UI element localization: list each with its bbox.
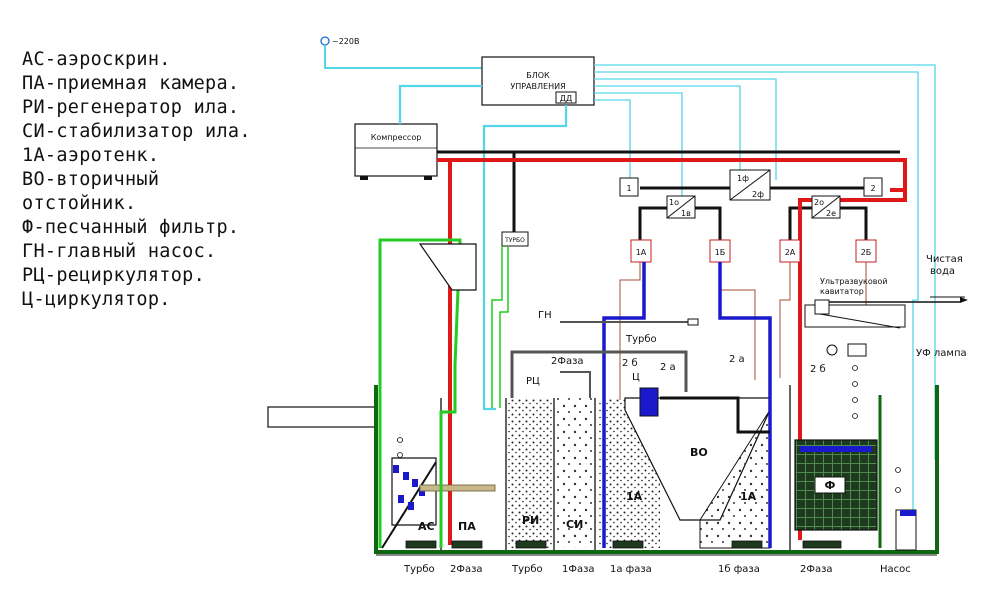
sludge-line [378,238,462,548]
clean-water-label-2: вода [930,266,955,277]
chamber-si-label: СИ [566,518,583,531]
legend-item: Ф-песчанный фильтр. [22,217,240,238]
legend-item: РЦ-рециркулятор. [22,265,206,286]
bottom-phase-2b: 2Фаза [800,564,833,575]
tank: Ф [267,238,968,556]
gn-label: ГН [538,310,552,321]
bottom-labels: Турбо 2Фаза Турбо 1Фаза 1а фаза 1б фаза … [403,564,911,575]
power-label: ~220В [332,37,359,46]
phase2-top-label: 2Фаза [551,356,584,367]
turbo-valve[interactable] [501,231,529,247]
valve-1-label: 1 [626,184,631,193]
legend-item: Ц-циркулятор. [22,289,171,310]
chamber-f-label: Ф [825,479,836,492]
phase-switch-1-bottom: 2ф [752,190,764,199]
power-cable [324,45,482,69]
bottom-pump: Насос [880,564,911,575]
valve-2b[interactable] [855,239,877,263]
phase-switch-3-bottom: 2е [826,209,836,218]
compressor: Компрессор [354,123,438,180]
air-pipe-1a [602,262,646,548]
bottom-turbo-2: Турбо [511,564,543,575]
compressor-label: Компрессор [371,133,422,142]
bottom-phase-1b: 1б фаза [718,564,760,575]
valve-2a-label: 2А [785,248,796,257]
chamber-1a-label: 1А [626,490,643,503]
turbo-valve-label: ТУРБО [504,237,525,244]
chamber-as-label: АС [418,520,435,533]
chamber-ri-label: РИ [522,514,539,527]
2b-label-2: 2 б [810,364,826,375]
cavitator-label: Ультразвуковой [820,277,888,286]
control-unit-subtitle: УПРАВЛЕНИЯ [510,82,565,91]
valve-1a[interactable] [630,239,652,263]
valve-1[interactable] [619,177,639,197]
pressure-sensor-label: ДД [560,94,573,103]
legend-item: ПА-приемная камера. [22,73,240,94]
valve-2a[interactable] [779,239,801,263]
settler-label: ВО [690,446,708,459]
rc-label: РЦ [526,376,540,387]
valve-2-label: 2 [870,184,875,193]
valve-1a-label: 1А [636,248,647,257]
control-unit-title: БЛОК [526,71,550,80]
power-socket-icon [320,36,330,46]
power-supply: ~220В [320,36,482,69]
phase-switch-1-top: 1ф [737,174,749,183]
legend-item: отстойник. [22,193,137,214]
bottom-phase-2a: 2Фаза [450,564,483,575]
chamber-pa-label: ПА [458,520,476,533]
tank-outline [374,385,939,554]
legend-list: АС-аэроскрин. ПА-приемная камера. РИ-рег… [22,48,251,312]
legend-item: ГН-главный насос. [22,241,217,262]
phase-switch-2-bottom: 1в [681,209,691,218]
valve-2b-label: 2Б [861,248,872,257]
c-label: Ц [632,372,640,383]
legend-item: СИ-стабилизатор ила. [22,121,251,142]
ri-fill [508,398,552,548]
bottom-phase-1a: 1а фаза [610,564,652,575]
annotations: ГН Турбо 2Фаза РЦ Ц 2 б 2 а 2 а 2 б Чист… [526,254,967,387]
legend-item: РИ-регенератор ила. [22,97,240,118]
bottom-phase-1: 1Фаза [562,564,595,575]
control-unit: БЛОК УПРАВЛЕНИЯ ДД [481,56,595,106]
phase-switch-2-top: 1о [669,198,679,207]
chamber-1a-right-label: 1А [740,490,757,503]
clean-water-label: Чистая [926,254,963,265]
valve-1b-label: 1Б [715,248,726,257]
2a-label-1: 2 а [660,362,676,373]
phase-switch-3-top: 2о [814,198,824,207]
uv-lamp-label: УФ лампа [916,348,967,359]
inlet-pipe [267,406,377,428]
valve-2[interactable] [863,177,883,197]
pressure-sensor [555,91,577,104]
bottom-turbo-1: Турбо [403,564,435,575]
chamber-labels: АС ПА РИ СИ 1А 1А ВО [418,446,757,533]
cavitator-label-2: кавитатор [820,287,864,296]
uv-unit [804,304,906,328]
2b-label-1: 2 б [622,358,638,369]
2a-label-2: 2 а [729,354,745,365]
legend-item: 1А-аэротенк. [22,145,160,166]
legend-item: ВО-вторичный [22,169,160,190]
legend-item: АС-аэроскрин. [22,49,171,70]
valves: 1 2 1ф 2ф 1о 1в 2о 2е 1А 1Б 2А 2Б ТУРБО [501,169,883,263]
si-fill [557,398,593,548]
pressure-lines [437,158,907,545]
turbo-top-label: Турбо [625,334,657,345]
